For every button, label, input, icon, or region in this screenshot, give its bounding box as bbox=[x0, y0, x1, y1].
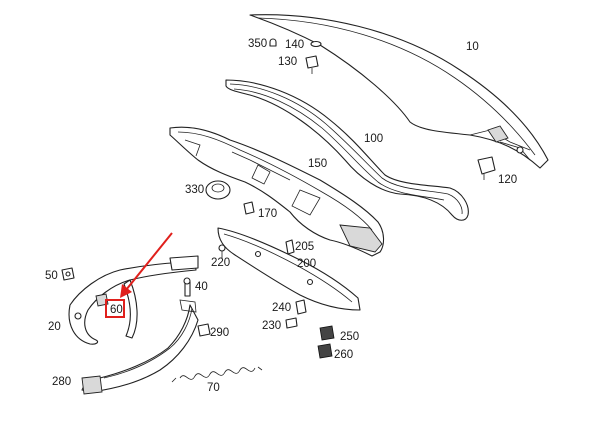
seal-part-100 bbox=[225, 79, 469, 221]
label-150: 150 bbox=[308, 158, 327, 170]
label-140: 140 bbox=[285, 39, 304, 51]
inner-trim-part-150 bbox=[169, 126, 385, 257]
fastener-part-50 bbox=[61, 267, 75, 281]
handle-strip-part-200 bbox=[217, 227, 361, 311]
clip-part-220 bbox=[218, 244, 226, 258]
clip-part-240 bbox=[295, 299, 307, 315]
label-220: 220 bbox=[211, 257, 230, 269]
label-240: 240 bbox=[272, 302, 291, 314]
label-60: 60 bbox=[110, 304, 123, 316]
label-205: 205 bbox=[295, 241, 314, 253]
clip-part-350 bbox=[269, 38, 277, 47]
hinge-arm-part-20 bbox=[68, 255, 199, 345]
label-120: 120 bbox=[498, 174, 517, 186]
clip-part-260 bbox=[317, 343, 333, 359]
label-130: 130 bbox=[278, 56, 297, 68]
label-280: 280 bbox=[52, 376, 71, 388]
fastener-part-40 bbox=[183, 277, 191, 297]
label-250: 250 bbox=[340, 331, 359, 343]
label-260: 260 bbox=[334, 349, 353, 361]
clip-part-250 bbox=[319, 325, 335, 341]
label-20: 20 bbox=[48, 321, 61, 333]
spring-part-70 bbox=[171, 366, 263, 383]
clip-part-130 bbox=[305, 55, 319, 74]
label-230: 230 bbox=[262, 320, 281, 332]
label-100: 100 bbox=[364, 133, 383, 145]
label-200: 200 bbox=[297, 258, 316, 270]
highlight-box-60 bbox=[105, 299, 125, 318]
clip-part-290 bbox=[197, 323, 211, 337]
clip-part-205 bbox=[285, 239, 295, 255]
label-350: 350 bbox=[248, 38, 267, 50]
label-50: 50 bbox=[45, 270, 58, 282]
label-330: 330 bbox=[185, 184, 204, 196]
label-10: 10 bbox=[466, 41, 479, 53]
trunk-lid-part-10 bbox=[249, 14, 549, 169]
clip-part-330 bbox=[205, 180, 231, 200]
label-290: 290 bbox=[210, 327, 229, 339]
cover-part-280 bbox=[81, 299, 199, 395]
label-170: 170 bbox=[258, 208, 277, 220]
highlight-arrow bbox=[120, 232, 173, 298]
clip-part-170 bbox=[243, 201, 255, 215]
label-70: 70 bbox=[207, 382, 220, 394]
clip-part-120 bbox=[477, 156, 496, 180]
clip-part-140 bbox=[310, 40, 322, 48]
clip-part-230 bbox=[285, 317, 298, 329]
label-40: 40 bbox=[195, 281, 208, 293]
